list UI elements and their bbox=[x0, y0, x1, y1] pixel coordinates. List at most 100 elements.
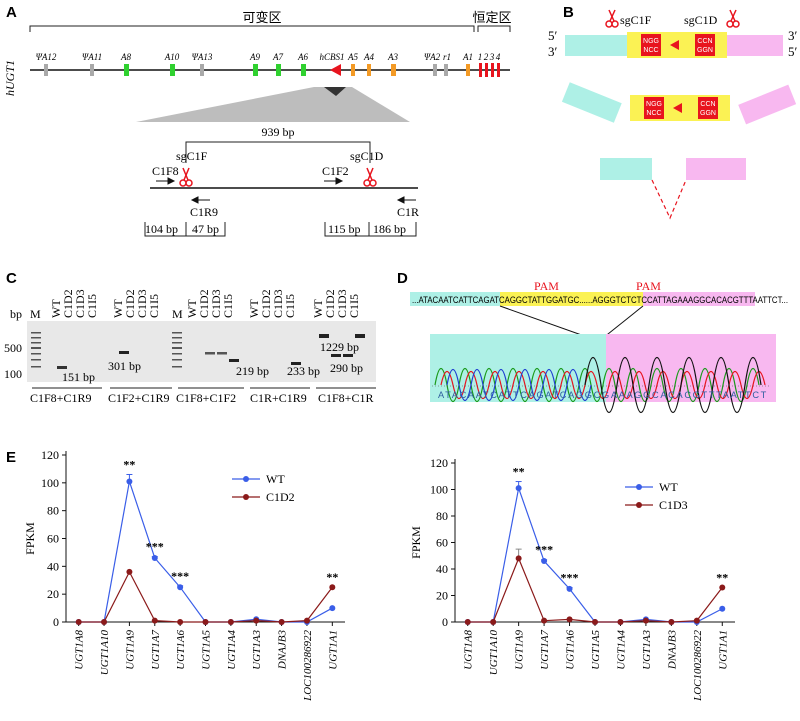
exon-a5 bbox=[351, 64, 355, 76]
lane-label: C1D2 bbox=[123, 289, 137, 318]
seq-right-highlight bbox=[643, 292, 755, 306]
lane-label: C1I5 bbox=[147, 294, 161, 318]
ladder-value: 100 bbox=[4, 367, 22, 381]
x-tick-label: UGT1A7 bbox=[150, 630, 162, 670]
data-point bbox=[126, 478, 133, 485]
exon-a7 bbox=[276, 64, 281, 76]
legend-label: WT bbox=[266, 472, 285, 486]
y-tick-label: 100 bbox=[430, 483, 448, 497]
lane-label: C1I5 bbox=[221, 294, 235, 318]
x-tick-label: UGT1A8 bbox=[74, 630, 86, 670]
exon-2 bbox=[485, 63, 488, 77]
significance-marker: ** bbox=[326, 570, 338, 584]
band-size: 290 bp bbox=[330, 361, 363, 375]
data-point bbox=[515, 485, 522, 492]
variable-region-label: 可变区 bbox=[242, 10, 281, 25]
lane-label: C1D2 bbox=[61, 289, 75, 318]
variable-region-bracket bbox=[29, 25, 475, 32]
sg-right-label: sgC1D bbox=[350, 149, 384, 163]
exon-a10 bbox=[170, 64, 175, 76]
pam-text: GGN bbox=[700, 110, 716, 117]
band-size: 233 bp bbox=[287, 364, 320, 378]
data-point bbox=[278, 619, 285, 625]
panel-label-d: D bbox=[397, 270, 408, 287]
primer-label: C1F2 bbox=[322, 164, 349, 178]
panel-label-e: E bbox=[6, 449, 16, 466]
y-tick-label: 40 bbox=[47, 559, 59, 573]
lane-label: C1D2 bbox=[259, 289, 273, 318]
primer-label: C1R bbox=[397, 205, 419, 219]
distance-bracket bbox=[185, 141, 371, 163]
significance-marker: *** bbox=[171, 569, 189, 583]
segment-bracket-right bbox=[324, 222, 417, 237]
segment-label: 104 bp bbox=[145, 222, 178, 236]
legend-label: C1D2 bbox=[266, 490, 295, 504]
panel-label-b: B bbox=[563, 4, 574, 21]
zoom-pointer bbox=[324, 87, 346, 96]
seq-middle-highlight bbox=[500, 292, 643, 306]
exon-label: A4 bbox=[363, 52, 374, 62]
x-tick-label: UGT1A5 bbox=[590, 630, 602, 670]
pam-text: CCN bbox=[700, 101, 715, 108]
series-line bbox=[467, 556, 723, 623]
pam-text: NCC bbox=[643, 47, 658, 54]
series-line bbox=[78, 570, 333, 623]
y-tick-label: 60 bbox=[436, 536, 448, 550]
exon-label: hCBS1 bbox=[319, 52, 344, 62]
significance-marker: *** bbox=[561, 571, 579, 585]
band-size: 301 bp bbox=[108, 359, 141, 373]
ligation-junction bbox=[651, 179, 687, 220]
y-tick-label: 40 bbox=[436, 562, 448, 576]
exon-a1 bbox=[466, 64, 470, 76]
pam-text: NGG bbox=[646, 101, 662, 108]
gel-band bbox=[57, 366, 67, 369]
strand-label: 3′ bbox=[788, 28, 798, 43]
arrow-head-icon bbox=[167, 177, 176, 185]
exon-label: 4 bbox=[496, 52, 501, 62]
exon-label: ΨA11 bbox=[82, 52, 102, 62]
legend-label: C1D3 bbox=[659, 498, 688, 512]
exon-1 bbox=[479, 63, 482, 77]
exon-label: A9 bbox=[249, 52, 260, 62]
pam-text: NCC bbox=[646, 110, 661, 117]
scissors-icon bbox=[179, 167, 193, 187]
strand-label: 5′ bbox=[788, 44, 798, 59]
data-point bbox=[464, 619, 471, 625]
data-point bbox=[303, 617, 310, 624]
exon-a3 bbox=[391, 64, 396, 76]
lane-label: C1D2 bbox=[323, 289, 337, 318]
data-point bbox=[566, 616, 573, 623]
exon-label: A8 bbox=[120, 52, 131, 62]
gel-band bbox=[119, 351, 129, 354]
x-tick-label: UGT1A10 bbox=[488, 630, 500, 676]
exon-pa2 bbox=[433, 64, 437, 76]
gel-image bbox=[27, 321, 376, 382]
bp-label: bp bbox=[10, 307, 22, 321]
y-tick-label: 100 bbox=[41, 476, 59, 490]
arrow-head-icon bbox=[190, 196, 199, 204]
group-label: C1F2+C1R9 bbox=[108, 391, 169, 405]
pam-text: CCN bbox=[697, 38, 712, 45]
legend-marker bbox=[243, 494, 249, 500]
junction-line bbox=[499, 305, 591, 339]
gel-band bbox=[319, 334, 329, 338]
hcbs1-marker bbox=[330, 64, 341, 76]
called-sequence: ATACAATCATTCAGATCAGGCGAAAGGCACACGTTTAATT… bbox=[438, 390, 768, 400]
arrow-head-icon bbox=[396, 196, 405, 204]
gene-label: hUGT1 bbox=[3, 60, 17, 96]
hcbs1-marker bbox=[670, 40, 679, 50]
y-tick-label: 120 bbox=[41, 448, 59, 462]
exon-3 bbox=[491, 63, 494, 77]
data-point bbox=[566, 585, 573, 592]
primer-arrows bbox=[156, 177, 416, 204]
group-label: C1F8+C1R bbox=[318, 391, 373, 405]
ladder-lane bbox=[31, 332, 41, 368]
exon-label: A7 bbox=[272, 52, 283, 62]
distance-label: 939 bp bbox=[262, 125, 295, 139]
group-label: C1F8+C1R9 bbox=[30, 391, 91, 405]
lane-label: C1I5 bbox=[85, 294, 99, 318]
exon-label: ΨA12 bbox=[36, 52, 57, 62]
